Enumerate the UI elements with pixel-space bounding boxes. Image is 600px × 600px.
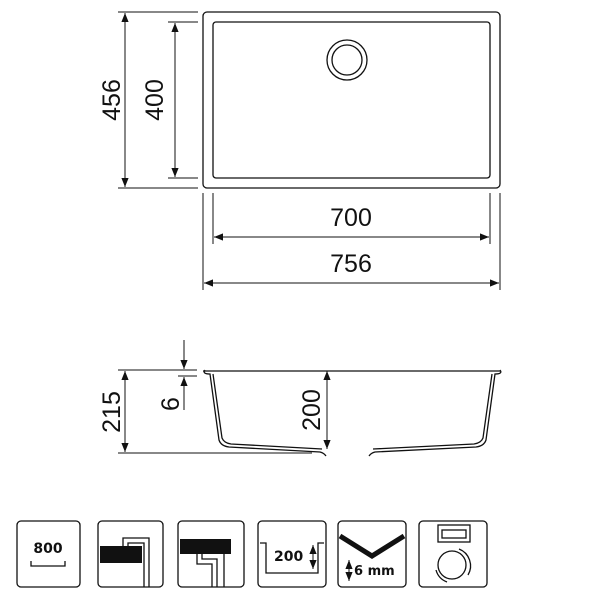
bowl-depth-label: 200 [298, 389, 326, 431]
side-view: 215 6 200 [98, 340, 502, 457]
undermount-installation-icon [177, 520, 245, 588]
outer-height-label: 456 [98, 79, 126, 121]
feature-icons: 800 200 6 mm [16, 520, 488, 588]
drain-hole-icon [326, 39, 368, 81]
top-view: 456 400 700 756 [98, 11, 501, 290]
rim-thickness-label: 6 [157, 397, 185, 411]
svg-text:200: 200 [274, 549, 303, 565]
drain-waste-icon [418, 520, 488, 588]
svg-text:6 mm: 6 mm [354, 564, 395, 579]
inner-height-label: 400 [141, 79, 169, 121]
bowl-depth-icon: 200 [257, 520, 327, 588]
bowl-inner-outline [212, 21, 491, 179]
sink-outer-outline [202, 11, 501, 189]
svg-text:800: 800 [33, 541, 62, 557]
cabinet-width-icon: 800 [16, 520, 81, 588]
outer-width-label: 756 [330, 250, 372, 278]
total-depth-label: 215 [98, 391, 126, 433]
sink-profile [203, 369, 502, 457]
inner-width-label: 700 [330, 204, 372, 232]
overmount-installation-icon [97, 520, 164, 588]
thickness-icon: 6 mm [337, 520, 407, 588]
